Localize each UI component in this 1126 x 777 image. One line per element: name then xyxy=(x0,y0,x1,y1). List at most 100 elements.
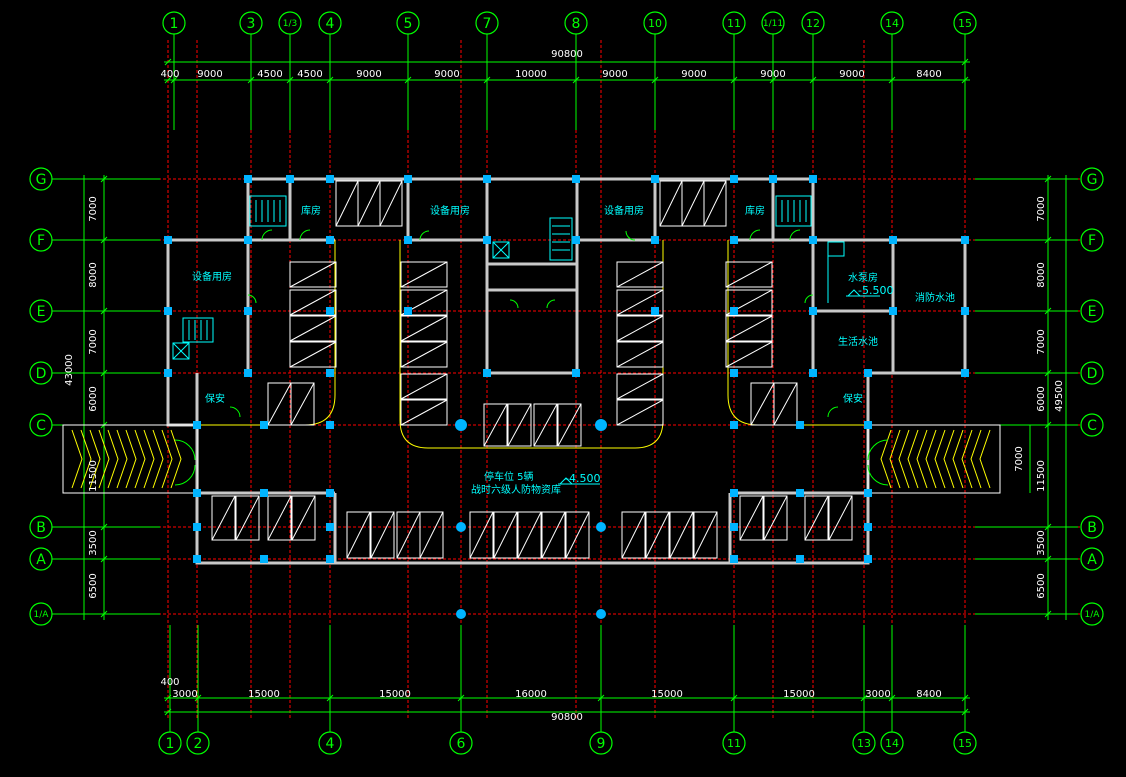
axis-bubble-bottom-5-label: 11 xyxy=(727,737,741,750)
pump-room-stair xyxy=(827,241,845,303)
column-50 xyxy=(864,489,872,497)
axis-bubble-top-4: 5 xyxy=(396,11,420,35)
axis-bubble-left-7-label: 1/A xyxy=(34,610,50,620)
parking-stall-44 xyxy=(517,511,542,559)
parking-stall-14 xyxy=(400,373,448,400)
axis-bubble-top-2-label: 1/3 xyxy=(283,19,297,29)
dim-top-seg-9: 9000 xyxy=(760,69,785,80)
axis-bubble-right-3: D xyxy=(1080,361,1104,385)
column-5 xyxy=(572,175,580,183)
dim-tick xyxy=(1044,236,1052,244)
dim-bottom-seg-6: 15000 xyxy=(783,689,815,700)
dim-top-seg-1: 9000 xyxy=(197,69,222,80)
axis-bubble-top-10-label: 12 xyxy=(806,17,820,30)
parking-stall-38 xyxy=(346,511,371,559)
axis-bubble-right-6: A xyxy=(1080,547,1104,571)
dim-top-seg-3: 4500 xyxy=(297,69,322,80)
axis-bubble-right-2: E xyxy=(1080,299,1104,323)
parking-stall-41 xyxy=(419,511,444,559)
room-labels: 库房 设备用房 设备用房 库房 设备用房 水泵房 消防水池 生活水池 保安 保安… xyxy=(192,204,955,496)
axis-bubble-bottom-2: 4 xyxy=(318,731,342,755)
dim-tick xyxy=(483,76,491,84)
column-2 xyxy=(326,175,334,183)
axis-bubble-left-4-label: C xyxy=(36,418,46,434)
column-60 xyxy=(864,523,872,531)
column-38 xyxy=(961,369,969,377)
dim-bottom-seg-4: 16000 xyxy=(515,689,547,700)
column-54 xyxy=(730,555,738,563)
parking-stall-10 xyxy=(400,261,448,288)
dim-tick xyxy=(1044,555,1052,563)
axis-bubble-left-3-label: D xyxy=(36,366,47,382)
axis-bubble-top-1-label: 3 xyxy=(247,16,256,32)
column-34 xyxy=(572,369,580,377)
stair-core-right xyxy=(771,177,815,242)
axis-bubble-right-1: F xyxy=(1080,228,1104,252)
stairs xyxy=(172,195,845,360)
axis-bubble-bottom-7-label: 14 xyxy=(885,737,899,750)
axis-bubble-right-5-label: B xyxy=(1087,520,1097,536)
axis-bubble-left-4: C xyxy=(29,413,53,437)
dim-top-seg-6: 10000 xyxy=(515,69,547,80)
axis-bubble-top-2: 1/3 xyxy=(278,11,302,35)
stair-left-core xyxy=(172,317,214,360)
dim-tick xyxy=(164,708,172,716)
axis-bubble-top-7: 10 xyxy=(643,11,667,35)
parking-stall-12 xyxy=(400,315,448,342)
dim-left-seg-4: 11500 xyxy=(88,460,99,492)
dim-right-seg-2: 7000 xyxy=(1036,329,1047,354)
parking-stall-48 xyxy=(645,511,670,559)
dim-bottom-seg-0: 400 xyxy=(160,677,179,688)
column-12 xyxy=(326,236,334,244)
axis-bubble-top-11-label: 14 xyxy=(885,17,899,30)
parking-stall-24 xyxy=(725,315,773,342)
dim-tick xyxy=(961,694,969,702)
dim-tick xyxy=(961,708,969,716)
parking-stall-17 xyxy=(616,289,664,316)
dim-bottom-seg-7: 3000 xyxy=(865,689,890,700)
dim-tick xyxy=(769,76,777,84)
axis-bubble-left-2-label: E xyxy=(37,304,46,320)
column-41 xyxy=(326,421,334,429)
axis-bubble-top-1: 3 xyxy=(239,11,263,35)
column-1 xyxy=(286,175,294,183)
column-14 xyxy=(483,236,491,244)
dim-tick xyxy=(100,175,108,183)
stair-core-left xyxy=(246,177,292,242)
structural-columns xyxy=(164,175,969,563)
parking-stall-53 xyxy=(804,495,829,541)
parking-stall-20 xyxy=(616,373,664,400)
dim-right-seg-6: 6500 xyxy=(1036,573,1047,598)
axis-bubble-bottom-1: 2 xyxy=(186,731,210,755)
axis-bubble-bottom-1-label: 2 xyxy=(194,736,203,752)
dim-tick xyxy=(100,523,108,531)
level-marker-pump xyxy=(846,289,880,297)
axis-bubble-bottom-2-label: 4 xyxy=(326,736,335,752)
dim-top-total: 90800 xyxy=(551,49,583,60)
column-58 xyxy=(326,523,334,531)
dim-tick xyxy=(730,694,738,702)
dim-top-seg-7: 9000 xyxy=(602,69,627,80)
axis-bubble-top-11: 14 xyxy=(880,11,904,35)
column-24 xyxy=(404,307,412,315)
axis-bubble-right-4-label: C xyxy=(1087,418,1097,434)
dim-top-seg-2: 4500 xyxy=(257,69,282,80)
axis-bubble-top-9: 1/11 xyxy=(761,11,785,35)
column-55 xyxy=(796,555,804,563)
axis-bubble-bottom-3-label: 6 xyxy=(457,736,466,752)
center-core xyxy=(485,177,579,375)
dim-tick xyxy=(286,76,294,84)
parking-stall-7 xyxy=(289,289,337,316)
dim-left-seg-6: 6500 xyxy=(88,573,99,598)
column-11 xyxy=(244,236,252,244)
column-8 xyxy=(769,175,777,183)
parking-stall-18 xyxy=(616,315,664,342)
column-26 xyxy=(730,307,738,315)
parking-stall-16 xyxy=(616,261,664,288)
room-storage-left: 库房 xyxy=(301,204,321,217)
parking-stall-51 xyxy=(739,495,764,541)
room-domestic-pool: 生活水池 xyxy=(838,335,878,348)
parking-stall-6 xyxy=(289,261,337,288)
